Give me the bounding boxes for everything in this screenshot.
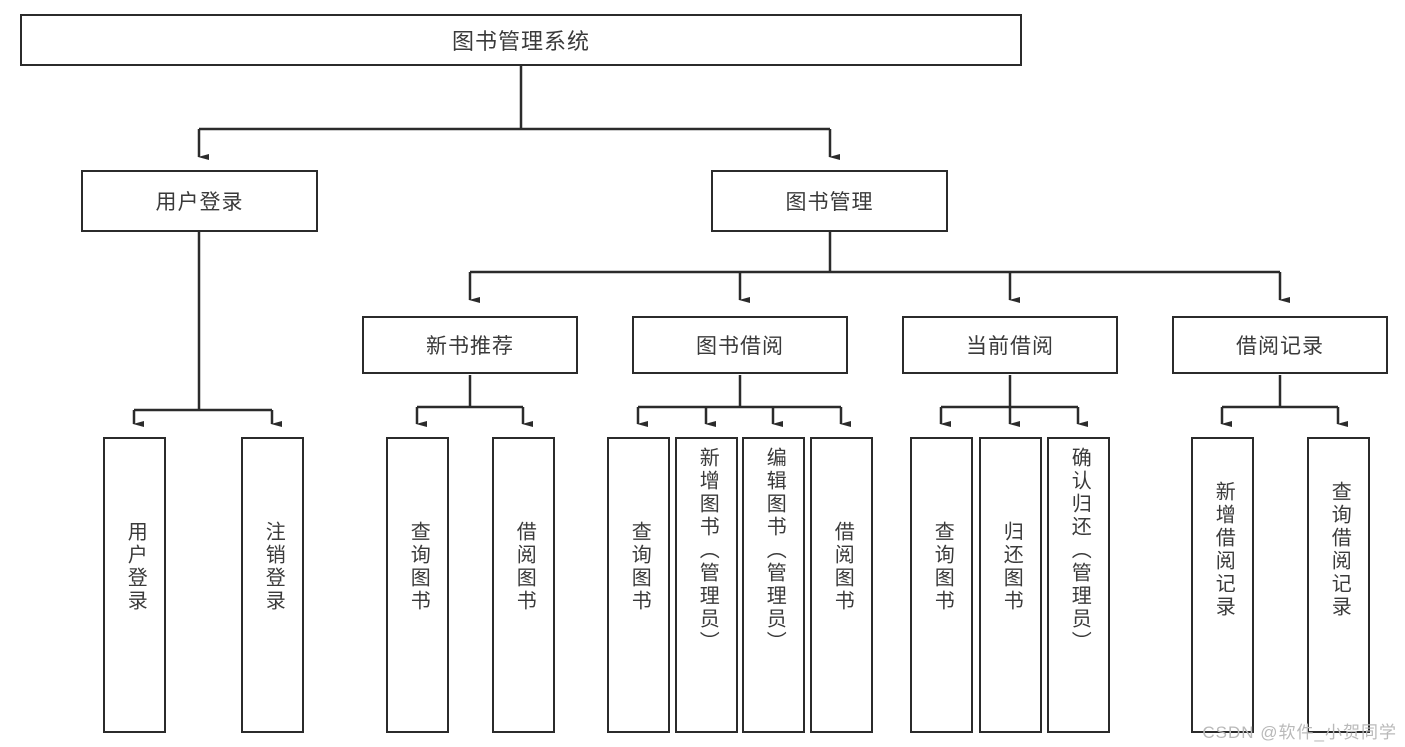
- leaf-user-login[interactable]: 用户登录: [103, 437, 166, 733]
- leaf-query-book-2[interactable]: 查询图书: [607, 437, 670, 733]
- node-user-login[interactable]: 用户登录: [81, 170, 318, 232]
- leaf-return-book-label: 归还图书: [1000, 521, 1023, 613]
- node-root[interactable]: 图书管理系统: [20, 14, 1022, 66]
- node-user-login-label: 用户登录: [155, 191, 244, 214]
- leaf-add-record[interactable]: 新增借阅记录: [1191, 437, 1254, 733]
- node-book-borrow-label: 图书借阅: [696, 335, 784, 358]
- leaf-add-book[interactable]: 新增图书（管理员）: [675, 437, 738, 733]
- leaf-query-record[interactable]: 查询借阅记录: [1307, 437, 1370, 733]
- leaf-borrow-book-1-label: 借阅图书: [513, 521, 536, 613]
- leaf-query-book-1[interactable]: 查询图书: [386, 437, 449, 733]
- node-borrow-record[interactable]: 借阅记录: [1172, 316, 1388, 374]
- watermark: CSDN @软件_小贺同学: [1202, 723, 1397, 742]
- node-current-borrow[interactable]: 当前借阅: [902, 316, 1118, 374]
- leaf-user-logout-label: 注销登录: [262, 521, 285, 613]
- leaf-return-book[interactable]: 归还图书: [979, 437, 1042, 733]
- leaf-query-book-1-label: 查询图书: [407, 521, 430, 613]
- node-book-borrow[interactable]: 图书借阅: [632, 316, 848, 374]
- leaf-query-book-3-label: 查询图书: [931, 521, 954, 613]
- leaf-add-record-label: 新增借阅记录: [1212, 481, 1235, 619]
- leaf-confirm-return[interactable]: 确认归还（管理员）: [1047, 437, 1110, 733]
- leaf-borrow-book-1[interactable]: 借阅图书: [492, 437, 555, 733]
- leaf-add-book-label: 新增图书（管理员）: [696, 447, 719, 654]
- leaf-query-record-label: 查询借阅记录: [1328, 481, 1351, 619]
- leaf-borrow-book-2[interactable]: 借阅图书: [810, 437, 873, 733]
- leaf-user-logout[interactable]: 注销登录: [241, 437, 304, 733]
- leaf-edit-book-label: 编辑图书（管理员）: [763, 447, 786, 654]
- leaf-query-book-2-label: 查询图书: [628, 521, 651, 613]
- node-book-manage-label: 图书管理: [785, 191, 874, 214]
- node-current-borrow-label: 当前借阅: [966, 335, 1054, 358]
- leaf-query-book-3[interactable]: 查询图书: [910, 437, 973, 733]
- node-new-book-recommend-label: 新书推荐: [426, 335, 514, 358]
- node-root-label: 图书管理系统: [451, 29, 590, 54]
- node-new-book-recommend[interactable]: 新书推荐: [362, 316, 578, 374]
- leaf-confirm-return-label: 确认归还（管理员）: [1068, 447, 1091, 654]
- node-borrow-record-label: 借阅记录: [1236, 335, 1324, 358]
- leaf-user-login-label: 用户登录: [124, 521, 147, 613]
- node-book-manage[interactable]: 图书管理: [711, 170, 948, 232]
- leaf-edit-book[interactable]: 编辑图书（管理员）: [742, 437, 805, 733]
- leaf-borrow-book-2-label: 借阅图书: [831, 521, 854, 613]
